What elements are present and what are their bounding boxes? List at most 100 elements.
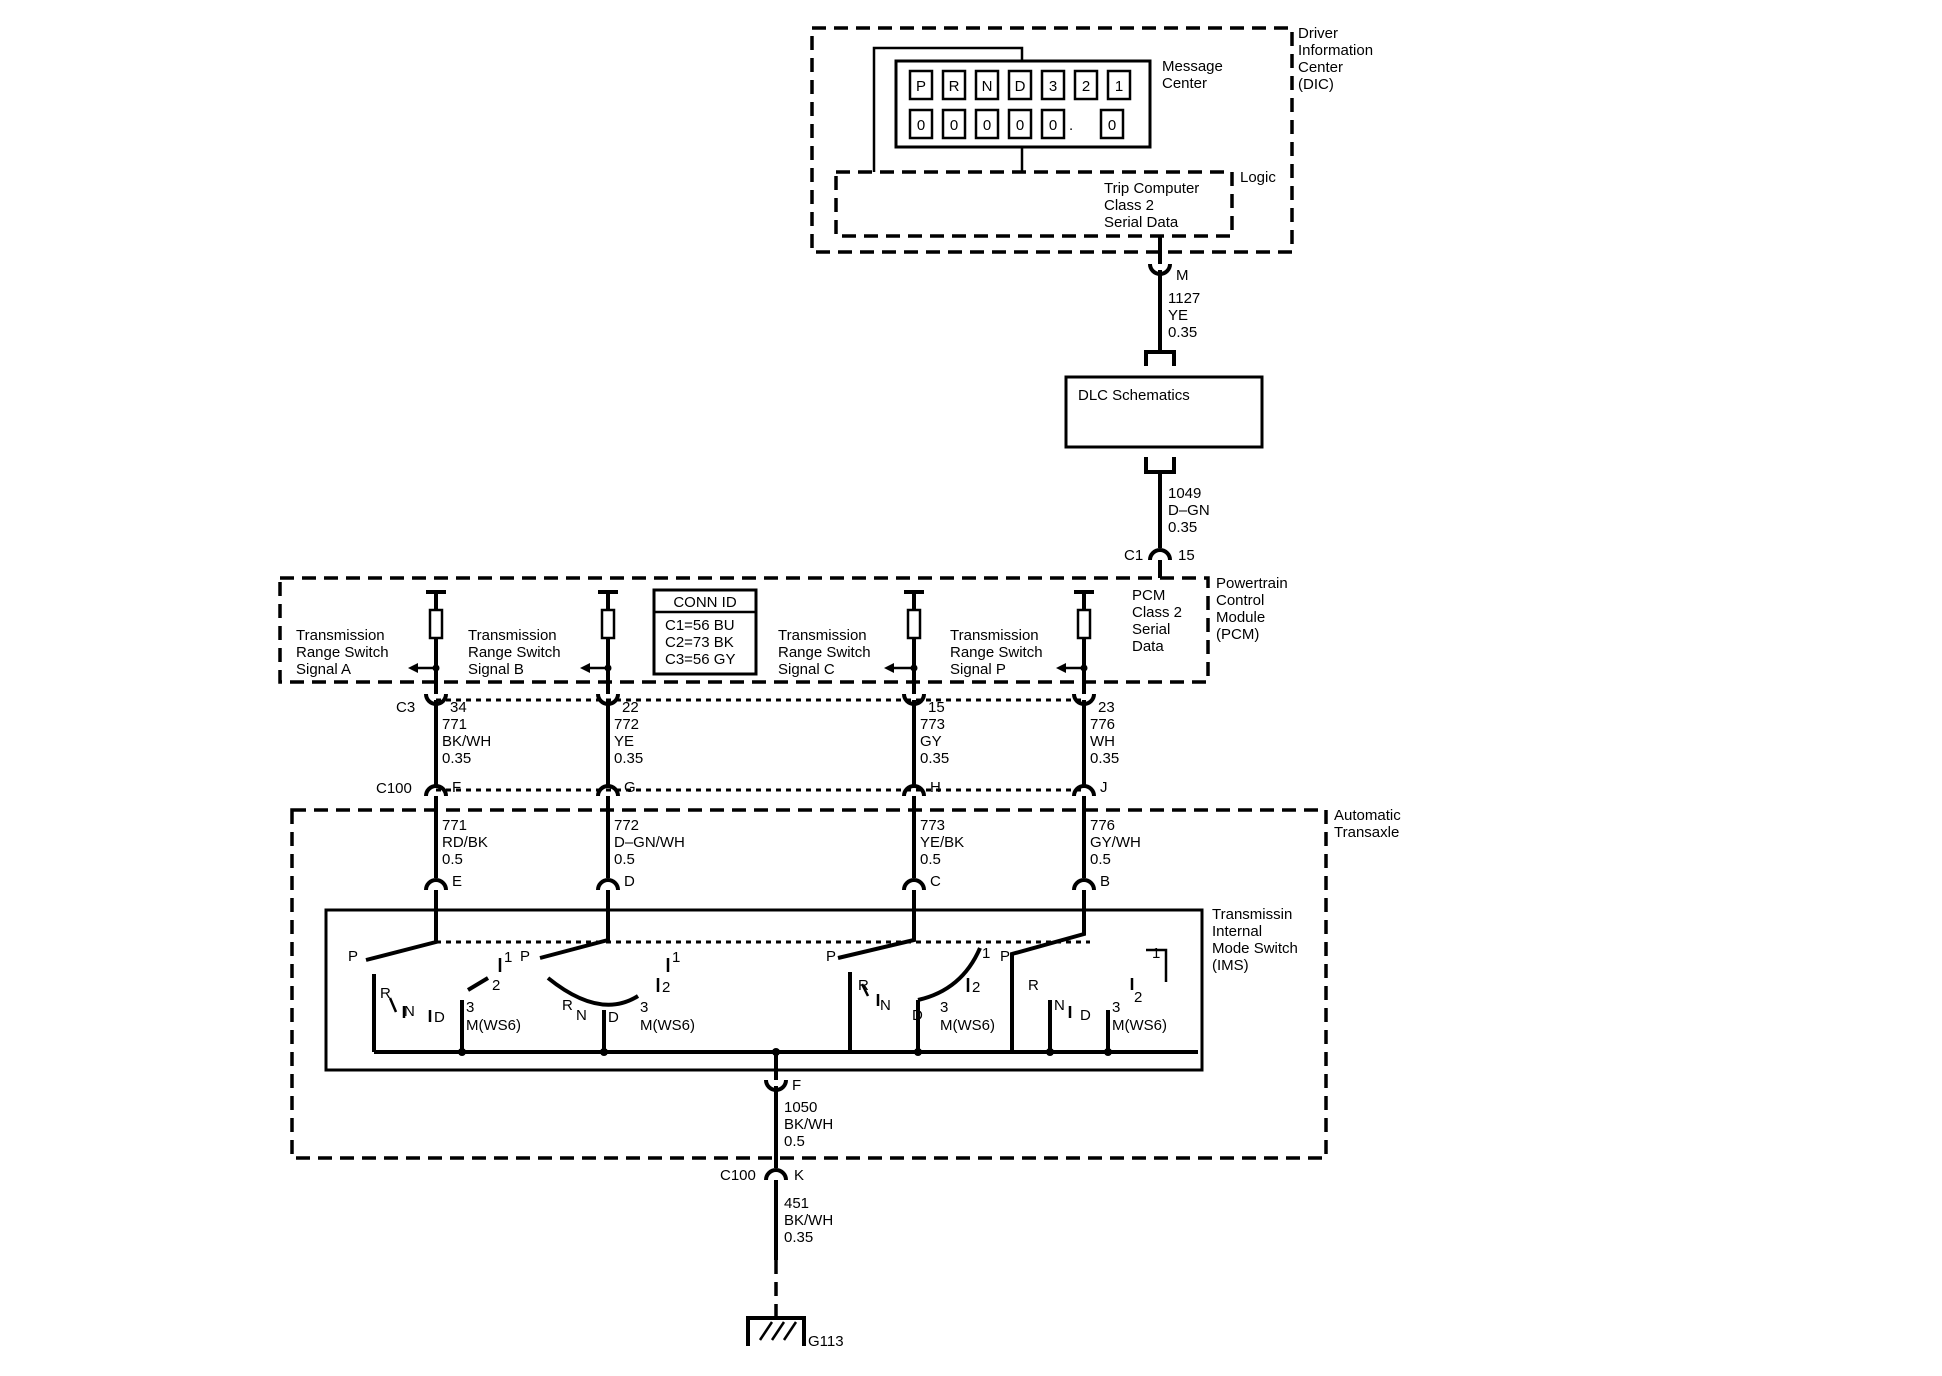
switch-d-2: 2	[1134, 989, 1142, 1006]
switch-d-d: D	[1080, 1007, 1091, 1024]
switch-c-1: 1	[982, 945, 990, 962]
lower-wire-label-b: 0.5	[614, 851, 635, 868]
dlc-top-terminal	[1144, 350, 1176, 366]
switch-b-d: D	[608, 1009, 619, 1026]
upper-wire-label-c: GY	[920, 733, 942, 750]
switch-c-r: R	[858, 977, 869, 994]
wire-1127-circuit: 1127	[1168, 290, 1200, 307]
c100-k-pin: K	[794, 1167, 804, 1184]
odometer-cell-box	[941, 108, 967, 140]
pullup-resistor-a	[428, 608, 444, 640]
transaxle-boundary	[290, 808, 1328, 1160]
signal-a-label-3: Signal A	[296, 661, 351, 678]
ims-label-3: Mode Switch	[1212, 940, 1298, 957]
lower-wire-label-b: 772	[614, 817, 639, 834]
gear-cell-text: 2	[1082, 78, 1090, 95]
c100-connector-a	[424, 784, 448, 797]
c100-label: C100	[376, 780, 412, 797]
gear-cell-box	[1073, 69, 1099, 101]
c100-pin-b: G	[624, 779, 636, 796]
dic-label-1: Driver	[1298, 25, 1338, 42]
signal-arrow-head-c	[884, 663, 894, 673]
c3-pin-a: 34	[450, 699, 467, 716]
c1-label: C1	[1124, 547, 1143, 564]
ims-connector-p	[1072, 878, 1096, 891]
upper-wire-label-p: 776	[1090, 716, 1115, 733]
switch-b: P R N D 1 2 3 M(WS6)	[520, 896, 695, 1056]
upper-wire-label-b: YE	[614, 733, 634, 750]
logic-boundary	[834, 170, 1234, 238]
ground-frame	[746, 1316, 806, 1346]
ims-pin-b: D	[624, 873, 635, 890]
switch-a: P R N D 1 2 3 M(WS6)	[348, 896, 521, 1056]
switch-d-1: 1	[1152, 945, 1160, 962]
dic-pin-m: M	[1176, 267, 1189, 284]
gear-cell-text: D	[1015, 78, 1026, 95]
transaxle: Automatic Transaxle Transmissin Internal…	[290, 807, 1401, 1160]
ground-hatch-2	[770, 1321, 786, 1341]
c1-pin: 15	[1178, 547, 1195, 564]
wire-451-gauge: 0.35	[784, 1229, 813, 1246]
switch-a-m: M(WS6)	[466, 1017, 521, 1034]
pcm-class2-4: Data	[1132, 638, 1164, 655]
wire-451-circuit: 451	[784, 1195, 809, 1212]
gear-cell-box	[1007, 69, 1033, 101]
ground-symbol	[746, 1316, 806, 1346]
ground-label: G113	[808, 1333, 844, 1350]
signal-c-label-3: Signal C	[778, 661, 835, 678]
dlc-box	[1064, 375, 1264, 449]
c100-pin-a: F	[452, 779, 461, 796]
switch-c-contact-r	[860, 983, 870, 997]
lower-wire-label-p: 0.5	[1090, 851, 1111, 868]
pcm-label-1: Powertrain	[1216, 575, 1288, 592]
switch-b-r: R	[562, 997, 573, 1014]
lower-wire-label-p: GY/WH	[1090, 834, 1141, 851]
pcm-label-4: (PCM)	[1216, 626, 1259, 643]
conn-id-box	[652, 588, 758, 676]
ims-connector-a	[424, 878, 448, 891]
upper-wire-label-a: BK/WH	[442, 733, 491, 750]
upper-wire-label-b: 772	[614, 716, 639, 733]
pcm-class2-1: PCM	[1132, 587, 1165, 604]
switch-d-n: N	[1054, 997, 1065, 1014]
switch-d-r: R	[1028, 977, 1039, 994]
gear-cell-text: P	[916, 78, 926, 95]
wire-1049-circuit: 1049	[1168, 485, 1201, 502]
pcm-class2-2: Class 2	[1132, 604, 1182, 621]
odometer-cell-text: 0	[1016, 117, 1024, 134]
switch-a-blade	[365, 896, 438, 962]
transaxle-label-2: Transaxle	[1334, 824, 1399, 841]
wire-1050-color: BK/WH	[784, 1116, 833, 1133]
c3-pin-p: 23	[1098, 699, 1115, 716]
odometer-cell-box	[1040, 108, 1066, 140]
c100-k-label: C100	[720, 1167, 756, 1184]
c100-connector-b	[596, 784, 620, 797]
dlc-label: DLC Schematics	[1078, 387, 1190, 404]
ims-box	[324, 908, 1204, 1072]
lower-wire-label-c: 0.5	[920, 851, 941, 868]
ims-connector-b	[596, 878, 620, 891]
display-link-left	[872, 46, 1024, 172]
signal-junction-p	[1080, 664, 1088, 672]
ims-pin-p: B	[1100, 873, 1110, 890]
ims-label-2: Internal	[1212, 923, 1262, 940]
lower-wire-label-a: 0.5	[442, 851, 463, 868]
c100-pin-c: H	[930, 779, 941, 796]
conn-id-title: CONN ID	[673, 594, 737, 611]
switch-b-2: 2	[662, 979, 670, 996]
signal-junction-a	[432, 664, 440, 672]
dic-label-2: Information	[1298, 42, 1373, 59]
switch-a-contact-2	[466, 976, 490, 992]
dlc-bottom-terminal	[1144, 457, 1176, 474]
upper-wire-label-p: 0.35	[1090, 750, 1119, 767]
gear-cell-text: 3	[1049, 78, 1057, 95]
pcm-boundary	[278, 576, 1210, 684]
pullup-resistor-c	[906, 608, 922, 640]
lower-wire-label-p: 776	[1090, 817, 1115, 834]
switch-c-m: M(WS6)	[940, 1017, 995, 1034]
switch-d-3: 3	[1112, 999, 1120, 1016]
switch-b-n: N	[576, 1007, 587, 1024]
